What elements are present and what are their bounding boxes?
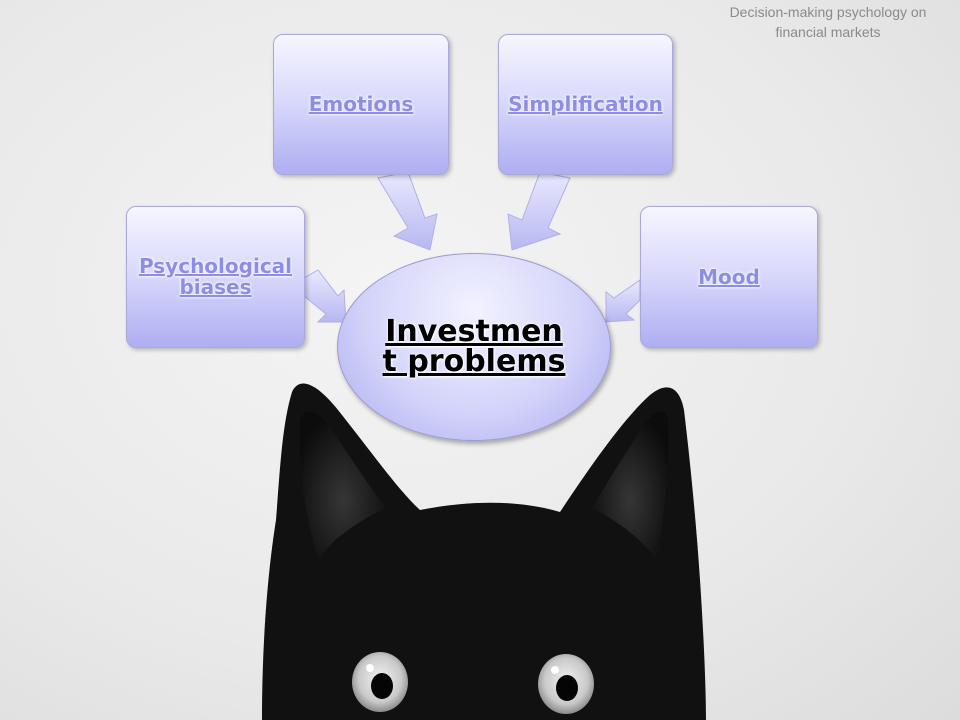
- arrow-simplification: [507, 171, 571, 251]
- node-psychological-biases[interactable]: Psychological biases: [126, 206, 305, 348]
- node-investment-problems[interactable]: Investment problems: [337, 253, 611, 441]
- node-label: Psychological biases: [138, 254, 293, 299]
- arrow-psychological: [303, 269, 347, 323]
- node-mood[interactable]: Mood: [640, 206, 818, 348]
- cat-right-ear-inner: [592, 411, 669, 560]
- cat-left-ear-inner: [299, 411, 386, 560]
- arrow-emotions: [377, 171, 438, 251]
- arrow-mood: [605, 279, 641, 323]
- cat-right-pupil: [556, 675, 578, 701]
- cat-left-eye-highlight: [366, 664, 374, 672]
- node-simplification[interactable]: Simplification: [498, 34, 673, 175]
- center-label: Investment problems: [382, 314, 566, 379]
- node-label: Mood: [698, 264, 760, 289]
- cat-left-pupil: [371, 673, 393, 699]
- node-emotions[interactable]: Emotions: [273, 34, 449, 175]
- cat-head: [262, 383, 706, 720]
- slide-subtitle: Decision-making psychology on financial …: [729, 4, 927, 40]
- node-label: Simplification: [508, 92, 663, 116]
- node-label: Emotions: [308, 92, 414, 116]
- cat-right-eye-highlight: [551, 666, 559, 674]
